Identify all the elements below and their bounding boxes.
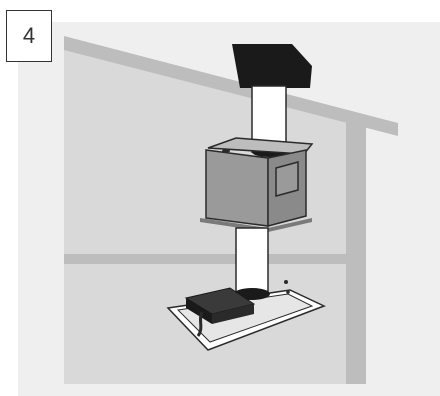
mounting-screw bbox=[284, 280, 288, 284]
mounting-screw bbox=[286, 290, 290, 294]
step-number-badge: 4 bbox=[6, 10, 52, 62]
chimney-cap-icon bbox=[232, 44, 312, 88]
ceiling-joist bbox=[64, 254, 346, 264]
wall-post bbox=[346, 118, 366, 384]
junction-box-front bbox=[206, 150, 268, 226]
junction-box-knockout bbox=[222, 149, 230, 153]
junction-box-port bbox=[276, 162, 298, 196]
lower-duct bbox=[236, 228, 268, 292]
